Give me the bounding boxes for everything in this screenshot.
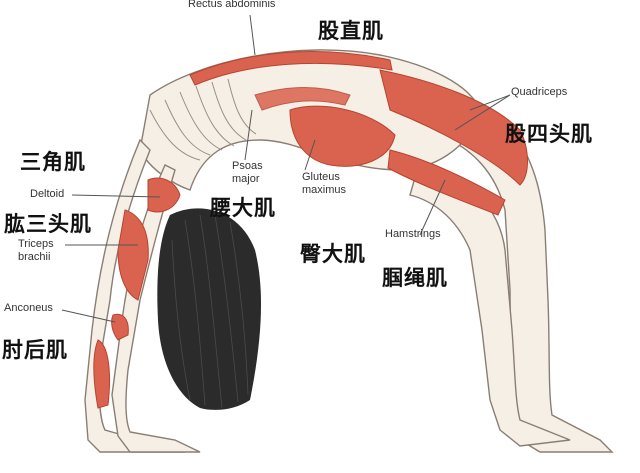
label-cn-deltoid: 三角肌	[20, 150, 86, 174]
label-quadriceps: Quadriceps	[511, 86, 568, 98]
label-cn-psoas: 腰大肌	[210, 196, 276, 220]
label-psoas-major: Psoas major	[232, 160, 263, 185]
rib-cage	[149, 78, 257, 161]
rectus-abdominis-muscle	[189, 51, 393, 86]
label-cn-quadriceps: 股四头肌	[505, 122, 593, 146]
muscles	[93, 51, 528, 409]
triceps-muscle	[117, 209, 149, 301]
label-gluteus-maximus: Gluteus maximus	[302, 171, 347, 196]
hamstrings-muscle	[387, 149, 506, 216]
psoas-muscle	[254, 87, 351, 111]
label-hamstrings: Hamstrings	[385, 228, 441, 240]
forearm-muscle	[93, 339, 111, 409]
label-rectus-abdominis: Rectus abdominis	[188, 0, 276, 10]
leader-lines	[61, 14, 511, 323]
gluteus-muscle	[289, 105, 396, 167]
hair	[157, 208, 262, 410]
label-anconeus: Anconeus	[4, 302, 53, 314]
anconeus-muscle	[111, 313, 129, 341]
quadriceps-muscle	[379, 69, 528, 186]
label-triceps-brachii: Triceps brachii	[18, 238, 54, 263]
label-cn-rectus: 股直肌	[318, 19, 384, 43]
label-cn-triceps: 肱三头肌	[4, 212, 92, 236]
label-cn-gluteus: 臀大肌	[300, 242, 366, 266]
label-cn-anconeus: 肘后肌	[2, 338, 68, 362]
deltoid-muscle	[147, 177, 181, 213]
label-cn-hamstrings: 腘绳肌	[382, 266, 448, 290]
label-deltoid: Deltoid	[30, 188, 65, 200]
